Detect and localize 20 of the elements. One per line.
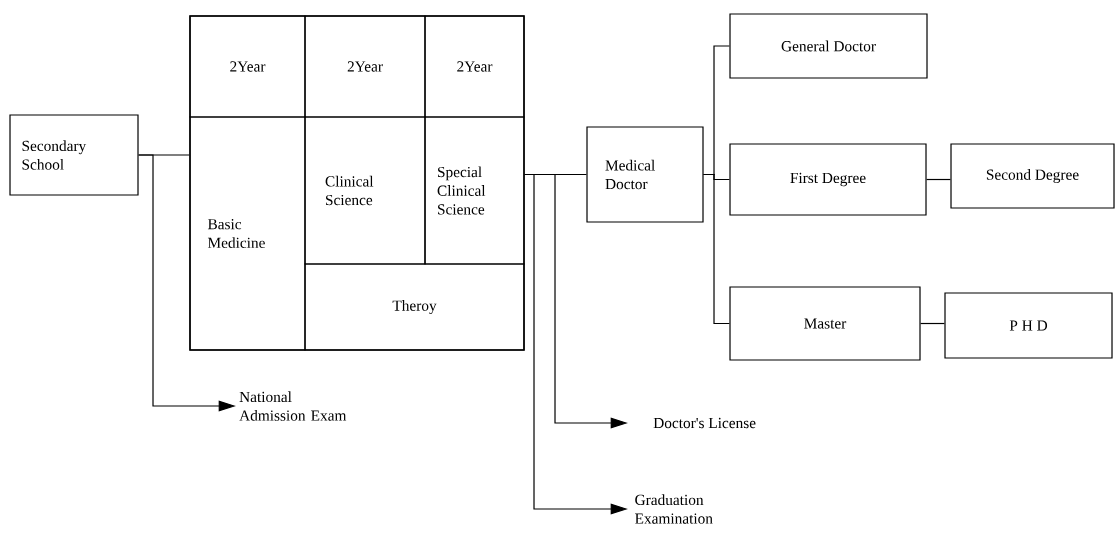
process-box: Medical Doctor <box>586 126 704 223</box>
process-box: General Doctor <box>729 13 928 79</box>
grid-cell: 2Year <box>424 15 525 118</box>
process-box: Secondary School <box>9 114 139 196</box>
node-text: Graduation Examination <box>635 494 713 524</box>
process-box: P H D <box>944 292 1113 359</box>
grid-cell: Clinical Science <box>304 116 426 265</box>
grid-cell: Special Clinical Science <box>424 116 525 265</box>
node-text: Doctor's License <box>653 417 756 429</box>
connector-line <box>926 178 951 181</box>
grid-cell: Theroy <box>304 263 525 351</box>
grid-cell: 2Year <box>189 15 306 118</box>
node-text: National Admission Exam <box>239 391 347 421</box>
grid-cell: Basic Medicine <box>189 116 306 351</box>
connector-line <box>703 173 730 325</box>
grid-cell: 2Year <box>304 15 426 118</box>
process-box: Master <box>729 286 921 361</box>
connector-line <box>920 322 945 325</box>
process-box: Second Degree <box>950 143 1115 209</box>
process-box: First Degree <box>729 143 927 216</box>
